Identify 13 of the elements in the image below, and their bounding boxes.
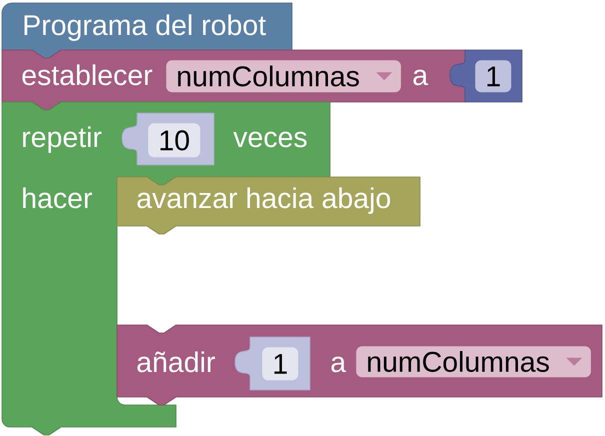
block-label: repetir <box>23 126 102 153</box>
command-block: avanzar hacia abajo <box>116 176 420 234</box>
variable-dropdown: numColumnas <box>166 60 401 92</box>
variable-dropdown: numColumnas <box>356 346 591 378</box>
block-label: veces <box>233 132 307 148</box>
block-label: hacer <box>23 187 92 208</box>
block-label: a <box>413 70 428 86</box>
number-field: 1 <box>475 60 512 92</box>
number-field: 1 <box>262 347 298 380</box>
block-label: añadir <box>137 351 215 372</box>
number-field: 10 <box>148 123 200 158</box>
block-label: a <box>331 356 346 372</box>
block-label: establecer <box>22 64 152 86</box>
